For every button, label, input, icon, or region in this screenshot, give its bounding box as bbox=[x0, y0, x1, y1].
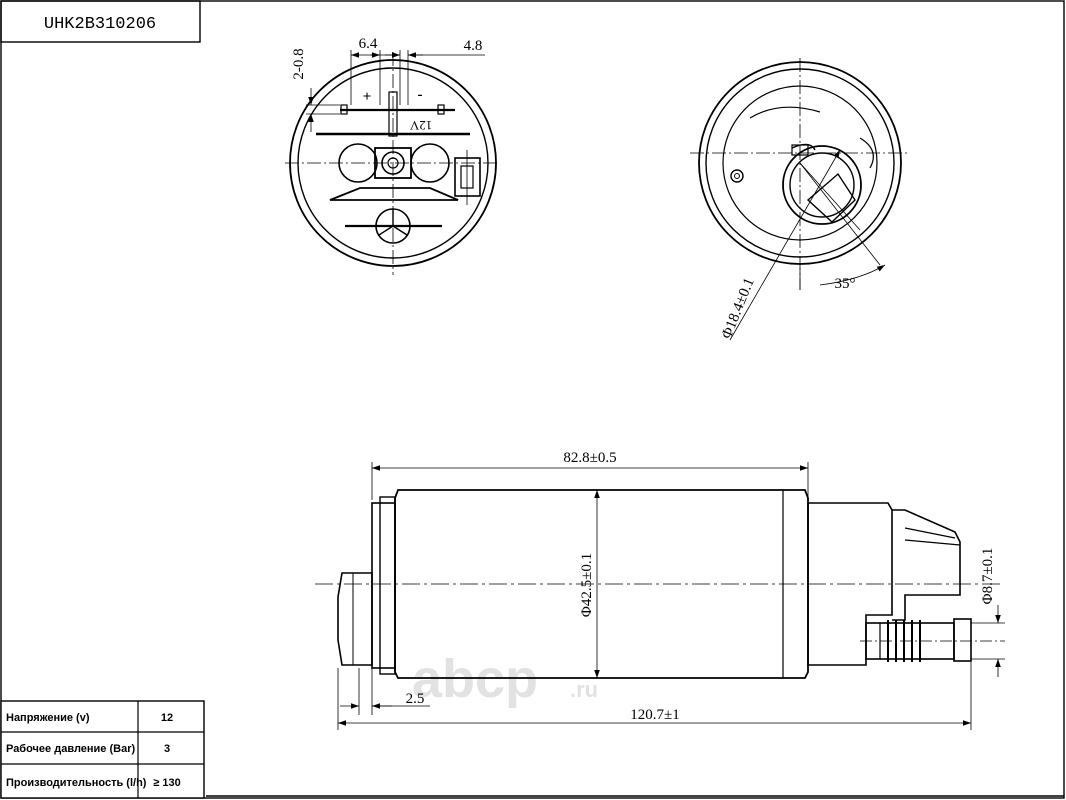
spec-value-voltage: 12 bbox=[161, 712, 173, 724]
watermark-suffix: .ru bbox=[570, 677, 598, 702]
spec-label-flow: Производительность (l/h) bbox=[6, 777, 147, 789]
outlet-end-view bbox=[690, 58, 908, 341]
table-row: Рабочее давление (Bar) 3 bbox=[6, 743, 170, 755]
dim-pin-right: 4.8 bbox=[464, 38, 483, 54]
model-code-box: UHK2B310206 bbox=[0, 0, 201, 43]
dim-angle: 35° bbox=[835, 276, 856, 292]
dim-outlet-diameter: Φ8.7±0.1 bbox=[980, 548, 996, 605]
watermark: abcp .ru bbox=[412, 649, 598, 709]
voltage-marking: 12V bbox=[409, 118, 432, 133]
dim-outlet-port-diameter: Φ18.4±0.1 bbox=[719, 276, 758, 342]
model-code: UHK2B310206 bbox=[44, 15, 156, 34]
table-row: Напряжение (v) 12 bbox=[6, 712, 173, 724]
connector-end-view bbox=[285, 50, 500, 275]
plus-terminal-sign: + bbox=[363, 89, 372, 105]
minus-terminal-sign: - bbox=[418, 87, 423, 103]
dim-body-diameter: Φ42.5±0.1 bbox=[579, 553, 595, 617]
dim-pin-left: 6.4 bbox=[359, 36, 378, 52]
spec-label-voltage: Напряжение (v) bbox=[6, 712, 90, 724]
dim-total-length: 120.7±1 bbox=[630, 707, 679, 723]
table-row: Производительность (l/h) ≥ 130 bbox=[6, 777, 181, 789]
spec-value-pressure: 3 bbox=[164, 743, 170, 755]
pump-side-view bbox=[315, 462, 1005, 730]
watermark-brand: abcp bbox=[412, 649, 538, 709]
dim-body-length: 82.8±0.5 bbox=[563, 450, 616, 466]
dim-pin-height: 2-0.8 bbox=[291, 48, 307, 79]
spec-table: Напряжение (v) 12 Рабочее давление (Bar)… bbox=[0, 700, 205, 799]
spec-value-flow: ≥ 130 bbox=[153, 777, 180, 789]
dim-offset: 2.5 bbox=[406, 691, 425, 707]
spec-label-pressure: Рабочее давление (Bar) bbox=[6, 743, 135, 755]
